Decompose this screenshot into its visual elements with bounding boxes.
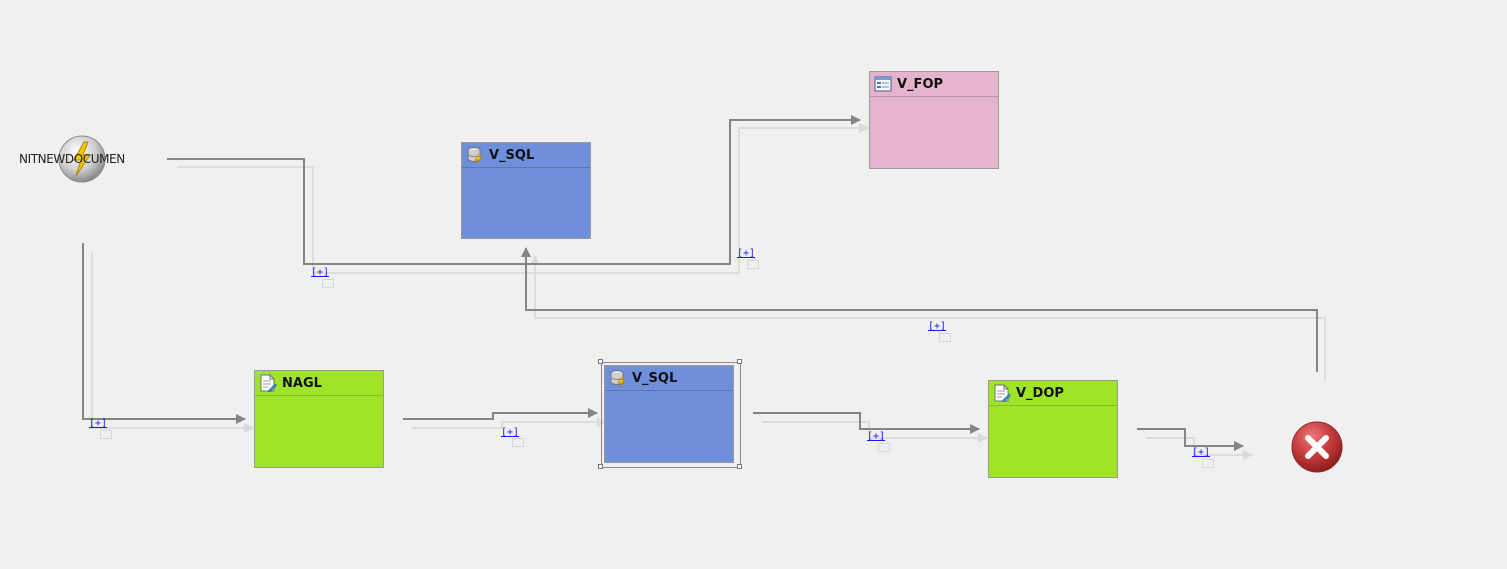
expander-link[interactable]: [+] bbox=[501, 427, 520, 438]
expander-ghost bbox=[100, 430, 112, 439]
connector-vsql-vdop bbox=[753, 412, 980, 434]
node-v-fop[interactable]: V_FOP bbox=[869, 71, 999, 169]
expander-ghost bbox=[322, 279, 334, 288]
node-label: V_SQL bbox=[489, 147, 535, 163]
expander-ghost bbox=[747, 260, 759, 269]
document-icon bbox=[259, 374, 277, 393]
node-v-sql-top[interactable]: V_SQL bbox=[461, 142, 591, 239]
ghost-connector-nagl-vsql bbox=[412, 417, 607, 429]
node-label: V_FOP bbox=[897, 76, 944, 92]
connector-start-nagl bbox=[82, 243, 246, 424]
expander-ghost bbox=[512, 438, 524, 447]
start-node-label: NITNEWDOCUMEN bbox=[19, 152, 125, 166]
expander-ghost bbox=[1202, 459, 1214, 468]
resize-handle[interactable] bbox=[737, 464, 742, 469]
expander-ghost bbox=[878, 443, 890, 452]
node-header: V_DOP bbox=[989, 381, 1117, 406]
resize-handle[interactable] bbox=[598, 359, 603, 364]
node-v-dop[interactable]: V_DOP bbox=[988, 380, 1118, 478]
expander-link[interactable]: [+] bbox=[737, 248, 756, 259]
resize-handle[interactable] bbox=[737, 359, 742, 364]
node-v-sql-bottom[interactable]: V_SQL bbox=[604, 365, 734, 463]
resize-handle[interactable] bbox=[598, 464, 603, 469]
expander-link[interactable]: [+] bbox=[311, 267, 330, 278]
expander-link[interactable]: [+] bbox=[867, 431, 886, 442]
connector-end-vsql-top bbox=[521, 247, 1318, 372]
connector-nagl-vsql bbox=[403, 408, 598, 420]
node-header: V_SQL bbox=[605, 366, 733, 391]
document-icon bbox=[993, 384, 1011, 403]
connector-vdop-end bbox=[1137, 428, 1244, 451]
node-label: V_DOP bbox=[1016, 385, 1064, 401]
form-icon bbox=[874, 75, 892, 93]
expander-link[interactable]: [+] bbox=[1192, 447, 1211, 458]
lightning-start-icon[interactable] bbox=[57, 134, 107, 184]
node-label: NAGL bbox=[282, 375, 322, 391]
database-icon bbox=[466, 146, 484, 165]
database-icon bbox=[609, 369, 627, 388]
node-header: V_SQL bbox=[462, 143, 590, 168]
expander-ghost bbox=[939, 333, 951, 342]
error-end-icon[interactable] bbox=[1290, 420, 1344, 474]
node-label: V_SQL bbox=[632, 370, 678, 386]
ghost-connector-end-vsql bbox=[530, 255, 1326, 380]
connector-start-vfop bbox=[167, 115, 861, 265]
node-header: NAGL bbox=[255, 371, 383, 396]
node-header: V_FOP bbox=[870, 72, 998, 97]
node-nagl[interactable]: NAGL bbox=[254, 370, 384, 468]
expander-link[interactable]: [+] bbox=[928, 321, 947, 332]
expander-link[interactable]: [+] bbox=[89, 418, 108, 429]
selection-frame bbox=[601, 362, 741, 468]
ghost-connector-start-nagl bbox=[91, 252, 254, 433]
